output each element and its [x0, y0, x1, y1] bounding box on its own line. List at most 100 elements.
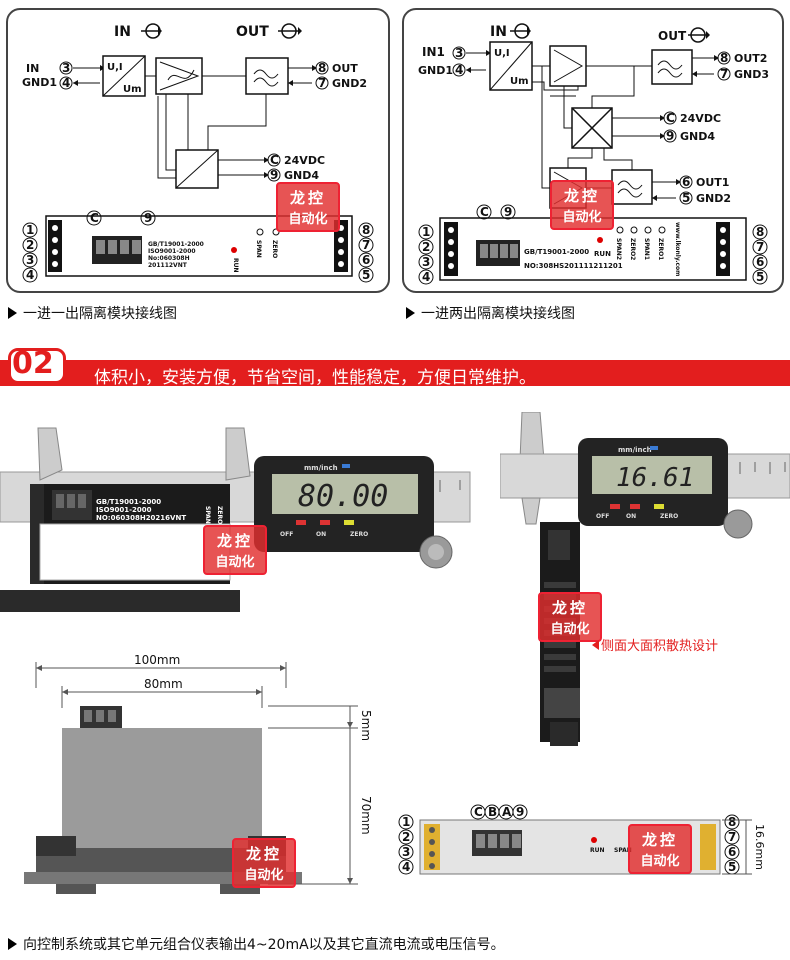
svg-text:4: 4	[455, 63, 463, 77]
svg-text:A: A	[502, 805, 512, 819]
svg-text:RUN: RUN	[594, 250, 611, 258]
svg-text:GND2: GND2	[696, 192, 731, 205]
svg-text:7: 7	[362, 238, 370, 252]
svg-text:SPAN1: SPAN1	[643, 238, 650, 260]
svg-text:9: 9	[144, 211, 152, 225]
caliper-photo-width: GB/T19001-2000 ISO9001-2000 NO:060308H20…	[0, 420, 480, 640]
caliper-photo-thickness: mm/inch 16.61 OFF ON ZERO 龙控自动化 侧面大面积	[499, 411, 790, 752]
svg-text:ON: ON	[316, 531, 326, 538]
banner-text: 体积小，安装方便，节省空间，性能稳定，方便日常维护。	[94, 368, 536, 388]
svg-text:6: 6	[756, 255, 764, 269]
svg-text:6: 6	[362, 253, 370, 267]
svg-text:IN: IN	[490, 24, 507, 40]
svg-text:OUT2: OUT2	[734, 52, 767, 65]
svg-text:OUT: OUT	[658, 29, 687, 43]
svg-text:C: C	[270, 153, 279, 167]
svg-text:9: 9	[504, 205, 512, 219]
svg-text:3: 3	[402, 845, 410, 859]
svg-text:SPAN2: SPAN2	[615, 238, 622, 260]
svg-text:C: C	[90, 211, 99, 225]
svg-text:Um: Um	[123, 84, 142, 95]
svg-text:mm/inch: mm/inch	[618, 446, 652, 454]
svg-text:24VDC: 24VDC	[680, 112, 721, 125]
svg-text:7: 7	[728, 830, 736, 844]
svg-text:3: 3	[62, 61, 70, 75]
triangle-bullet-icon	[8, 307, 17, 319]
label-in: IN	[26, 62, 39, 75]
wiring-diagram-single: IN OUT IN GND1 3 4 U,I Um	[6, 8, 390, 293]
terminal-numbers-right: 8 7 6 5	[358, 222, 374, 283]
svg-text:2: 2	[26, 238, 34, 252]
svg-text:NO:060308H20216VNT: NO:060308H20216VNT	[96, 514, 186, 522]
svg-text:SPAN: SPAN	[255, 240, 262, 258]
svg-text:ZERO: ZERO	[216, 506, 223, 524]
watermark-logo: 龙控自动化	[538, 592, 602, 642]
svg-text:OUT1: OUT1	[696, 176, 729, 189]
svg-text:U,I: U,I	[107, 62, 123, 73]
svg-text:5: 5	[362, 268, 370, 282]
svg-text:100mm: 100mm	[134, 653, 180, 667]
svg-text:OFF: OFF	[280, 531, 293, 538]
watermark-logo: 龙控自动化	[550, 180, 614, 230]
svg-text:7: 7	[720, 67, 728, 81]
svg-text:5mm: 5mm	[359, 710, 373, 741]
svg-text:5: 5	[728, 860, 736, 874]
caliper-reading: 80.00	[298, 479, 388, 514]
arrow-left-icon	[592, 640, 599, 650]
svg-text:80mm: 80mm	[144, 677, 183, 691]
heat-dissipation-note: 侧面大面积散热设计	[592, 635, 718, 654]
svg-text:1: 1	[26, 223, 34, 237]
svg-text:B: B	[488, 805, 497, 819]
svg-text:IN1: IN1	[422, 45, 445, 59]
svg-text:U,I: U,I	[494, 48, 510, 59]
footer-caption: 向控制系统或其它单元组合仪表输出4~20mA以及其它直流电流或电压信号。	[8, 934, 505, 954]
watermark-logo: 龙控自动化	[232, 838, 296, 888]
svg-text:1: 1	[422, 225, 430, 239]
svg-text:9: 9	[516, 805, 524, 819]
svg-text:16.6mm: 16.6mm	[753, 824, 766, 870]
svg-text:GB/T19001-2000: GB/T19001-2000	[96, 498, 161, 506]
svg-text:9: 9	[666, 129, 674, 143]
svg-text:7: 7	[318, 76, 326, 90]
svg-text:3: 3	[26, 253, 34, 267]
dimension-drawing: 100mm 80mm 5mm 70mm	[0, 648, 400, 918]
terminal-numbers-left: 1 2 3 4	[22, 222, 38, 283]
in-title: IN	[114, 24, 131, 40]
svg-text:C: C	[666, 111, 675, 125]
svg-text:5: 5	[756, 270, 764, 284]
svg-text:GND3: GND3	[734, 68, 769, 81]
svg-text:SPAN: SPAN	[614, 847, 632, 854]
svg-text:www.lkonly.com: www.lkonly.com	[674, 222, 681, 276]
feature-banner: 02 体积小，安装方便，节省空间，性能稳定，方便日常维护。	[0, 346, 790, 388]
svg-text:5: 5	[682, 191, 690, 205]
svg-text:4: 4	[422, 270, 430, 284]
svg-text:8: 8	[720, 51, 728, 65]
svg-text:SPAN: SPAN	[204, 506, 211, 524]
svg-text:ZERO: ZERO	[350, 531, 368, 538]
watermark-logo: 龙控自动化	[203, 525, 267, 575]
svg-text:GND1: GND1	[418, 64, 453, 77]
svg-text:C: C	[474, 805, 483, 819]
svg-text:ZERO: ZERO	[271, 240, 278, 258]
svg-text:8: 8	[362, 223, 370, 237]
svg-text:6: 6	[682, 175, 690, 189]
out-title: OUT	[236, 24, 269, 40]
triangle-bullet-icon	[406, 307, 415, 319]
label-gnd2: GND2	[332, 77, 367, 90]
side-view-drawing: C B A 9 1 2 3 4 RUN SPAN 8 7 6 5 16.6mm	[396, 800, 790, 880]
svg-text:C: C	[480, 205, 489, 219]
svg-text:4: 4	[26, 268, 34, 282]
svg-text:ON: ON	[626, 513, 636, 520]
svg-text:GB/T19001-2000: GB/T19001-2000	[148, 241, 204, 248]
svg-text:OFF: OFF	[596, 513, 609, 520]
svg-text:ZERO2: ZERO2	[629, 238, 636, 260]
svg-text:ISO9001-2000: ISO9001-2000	[96, 506, 152, 514]
svg-text:GND4: GND4	[680, 130, 715, 143]
svg-text:ZERO: ZERO	[660, 513, 678, 520]
caption-single: 一进一出隔离模块接线图	[8, 303, 177, 323]
svg-text:8: 8	[728, 815, 736, 829]
svg-text:4: 4	[402, 860, 410, 874]
caliper-reading: 16.61	[616, 463, 694, 493]
wiring-diagram-dual: IN OUT IN1 GND1 3 4 U,I Um	[402, 8, 784, 293]
